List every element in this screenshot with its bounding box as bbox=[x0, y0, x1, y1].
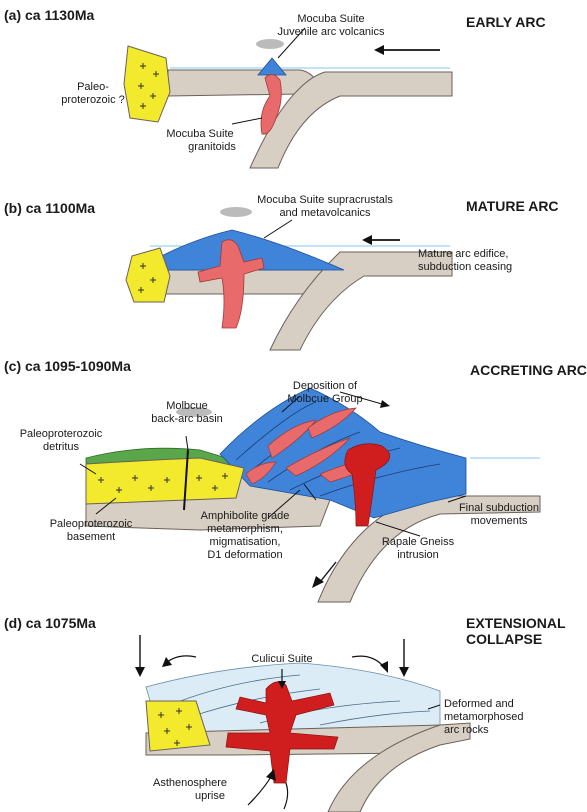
uprise-arrow bbox=[248, 775, 272, 805]
label-line: arc rocks bbox=[444, 724, 524, 737]
label-line: Deformed and bbox=[444, 698, 524, 711]
label-line: Mature arc edifice, bbox=[418, 248, 512, 261]
label-line: metamorphosed bbox=[444, 711, 524, 724]
flow-arrow bbox=[166, 656, 196, 663]
label-line: Asthenosphere bbox=[140, 777, 240, 790]
label-line: proterozoic ? bbox=[58, 94, 128, 107]
label-line: Mocuba Suite bbox=[150, 128, 250, 141]
label-final-subduction: Final subduction movements bbox=[444, 502, 554, 528]
label-line: D1 deformation bbox=[190, 549, 300, 562]
label-line: granitoids bbox=[150, 141, 250, 154]
label-mocuba-supracrustals: Mocuba Suite supracrustals and metavolca… bbox=[240, 194, 410, 220]
label-line: Amphibolite grade bbox=[190, 510, 300, 523]
label-line: migmatisation, bbox=[190, 536, 300, 549]
juvenile-arc-volcanics bbox=[258, 58, 286, 75]
label-basement: Paleoproterozoic basement bbox=[36, 518, 146, 544]
label-line: Mocuba Suite supracrustals bbox=[240, 194, 410, 207]
label-line: Molbcue Group bbox=[270, 393, 380, 406]
panel-d: (d) ca 1075Ma EXTENSIONAL COLLAPSE bbox=[0, 605, 587, 812]
label-deformed: Deformed and metamorphosed arc rocks bbox=[444, 698, 524, 737]
label-juvenile-volcanics: Mocuba Suite Juvenile arc volcanics bbox=[266, 13, 396, 39]
label-line: back-arc basin bbox=[132, 413, 242, 426]
label-line: Rapale Gneiss bbox=[368, 536, 468, 549]
paleoproterozoic-block bbox=[124, 46, 170, 122]
label-line: movements bbox=[444, 515, 554, 528]
label-detritus: Paleoproterozoic detritus bbox=[6, 428, 116, 454]
label-deposition: Deposition of Molbcue Group bbox=[270, 380, 380, 406]
label-line: Paleo- bbox=[58, 81, 128, 94]
label-line: metamorphism, bbox=[190, 523, 300, 536]
label-line: Culicui Suite bbox=[232, 653, 332, 666]
paleoproterozoic-basement bbox=[86, 458, 244, 504]
label-line: and metavolcanics bbox=[240, 207, 410, 220]
panel-c: (c) ca 1095-1090Ma ACCRETING ARC bbox=[0, 350, 587, 605]
volcanic-plume bbox=[256, 39, 284, 49]
label-backarc: Molbcue back-arc basin bbox=[132, 400, 242, 426]
panel-b: (b) ca 1100Ma MATURE ARC Mocuba Suite su… bbox=[0, 190, 587, 350]
panel-a: (a) ca 1130Ma EARLY ARC Mocuba Suite Juv… bbox=[0, 0, 587, 190]
label-line: basement bbox=[36, 531, 146, 544]
label-line: Molbcue bbox=[132, 400, 242, 413]
label-line: Paleoproterozoic bbox=[6, 428, 116, 441]
label-mocuba-granitoids: Mocuba Suite granitoids bbox=[150, 128, 250, 154]
label-paleoproterozoic: Paleo- proterozoic ? bbox=[58, 81, 128, 107]
label-line: uprise bbox=[140, 790, 240, 803]
label-line: Paleoproterozoic bbox=[36, 518, 146, 531]
label-line: Mocuba Suite bbox=[266, 13, 396, 26]
uprise-arrow bbox=[284, 783, 288, 809]
label-asthenosphere: Asthenosphere uprise bbox=[140, 777, 240, 803]
label-mature-arc: Mature arc edifice, subduction ceasing bbox=[418, 248, 512, 274]
label-culicui: Culicui Suite bbox=[232, 653, 332, 666]
label-metamorphism: Amphibolite grade metamorphism, migmatis… bbox=[190, 510, 300, 562]
label-line: intrusion bbox=[368, 549, 468, 562]
label-rapale: Rapale Gneiss intrusion bbox=[368, 536, 468, 562]
label-line: subduction ceasing bbox=[418, 261, 512, 274]
label-line: Final subduction bbox=[444, 502, 554, 515]
flow-arrow bbox=[352, 656, 384, 667]
label-line: Deposition of bbox=[270, 380, 380, 393]
label-line: detritus bbox=[6, 441, 116, 454]
paleoproterozoic-block bbox=[126, 248, 170, 302]
label-line: Juvenile arc volcanics bbox=[266, 26, 396, 39]
